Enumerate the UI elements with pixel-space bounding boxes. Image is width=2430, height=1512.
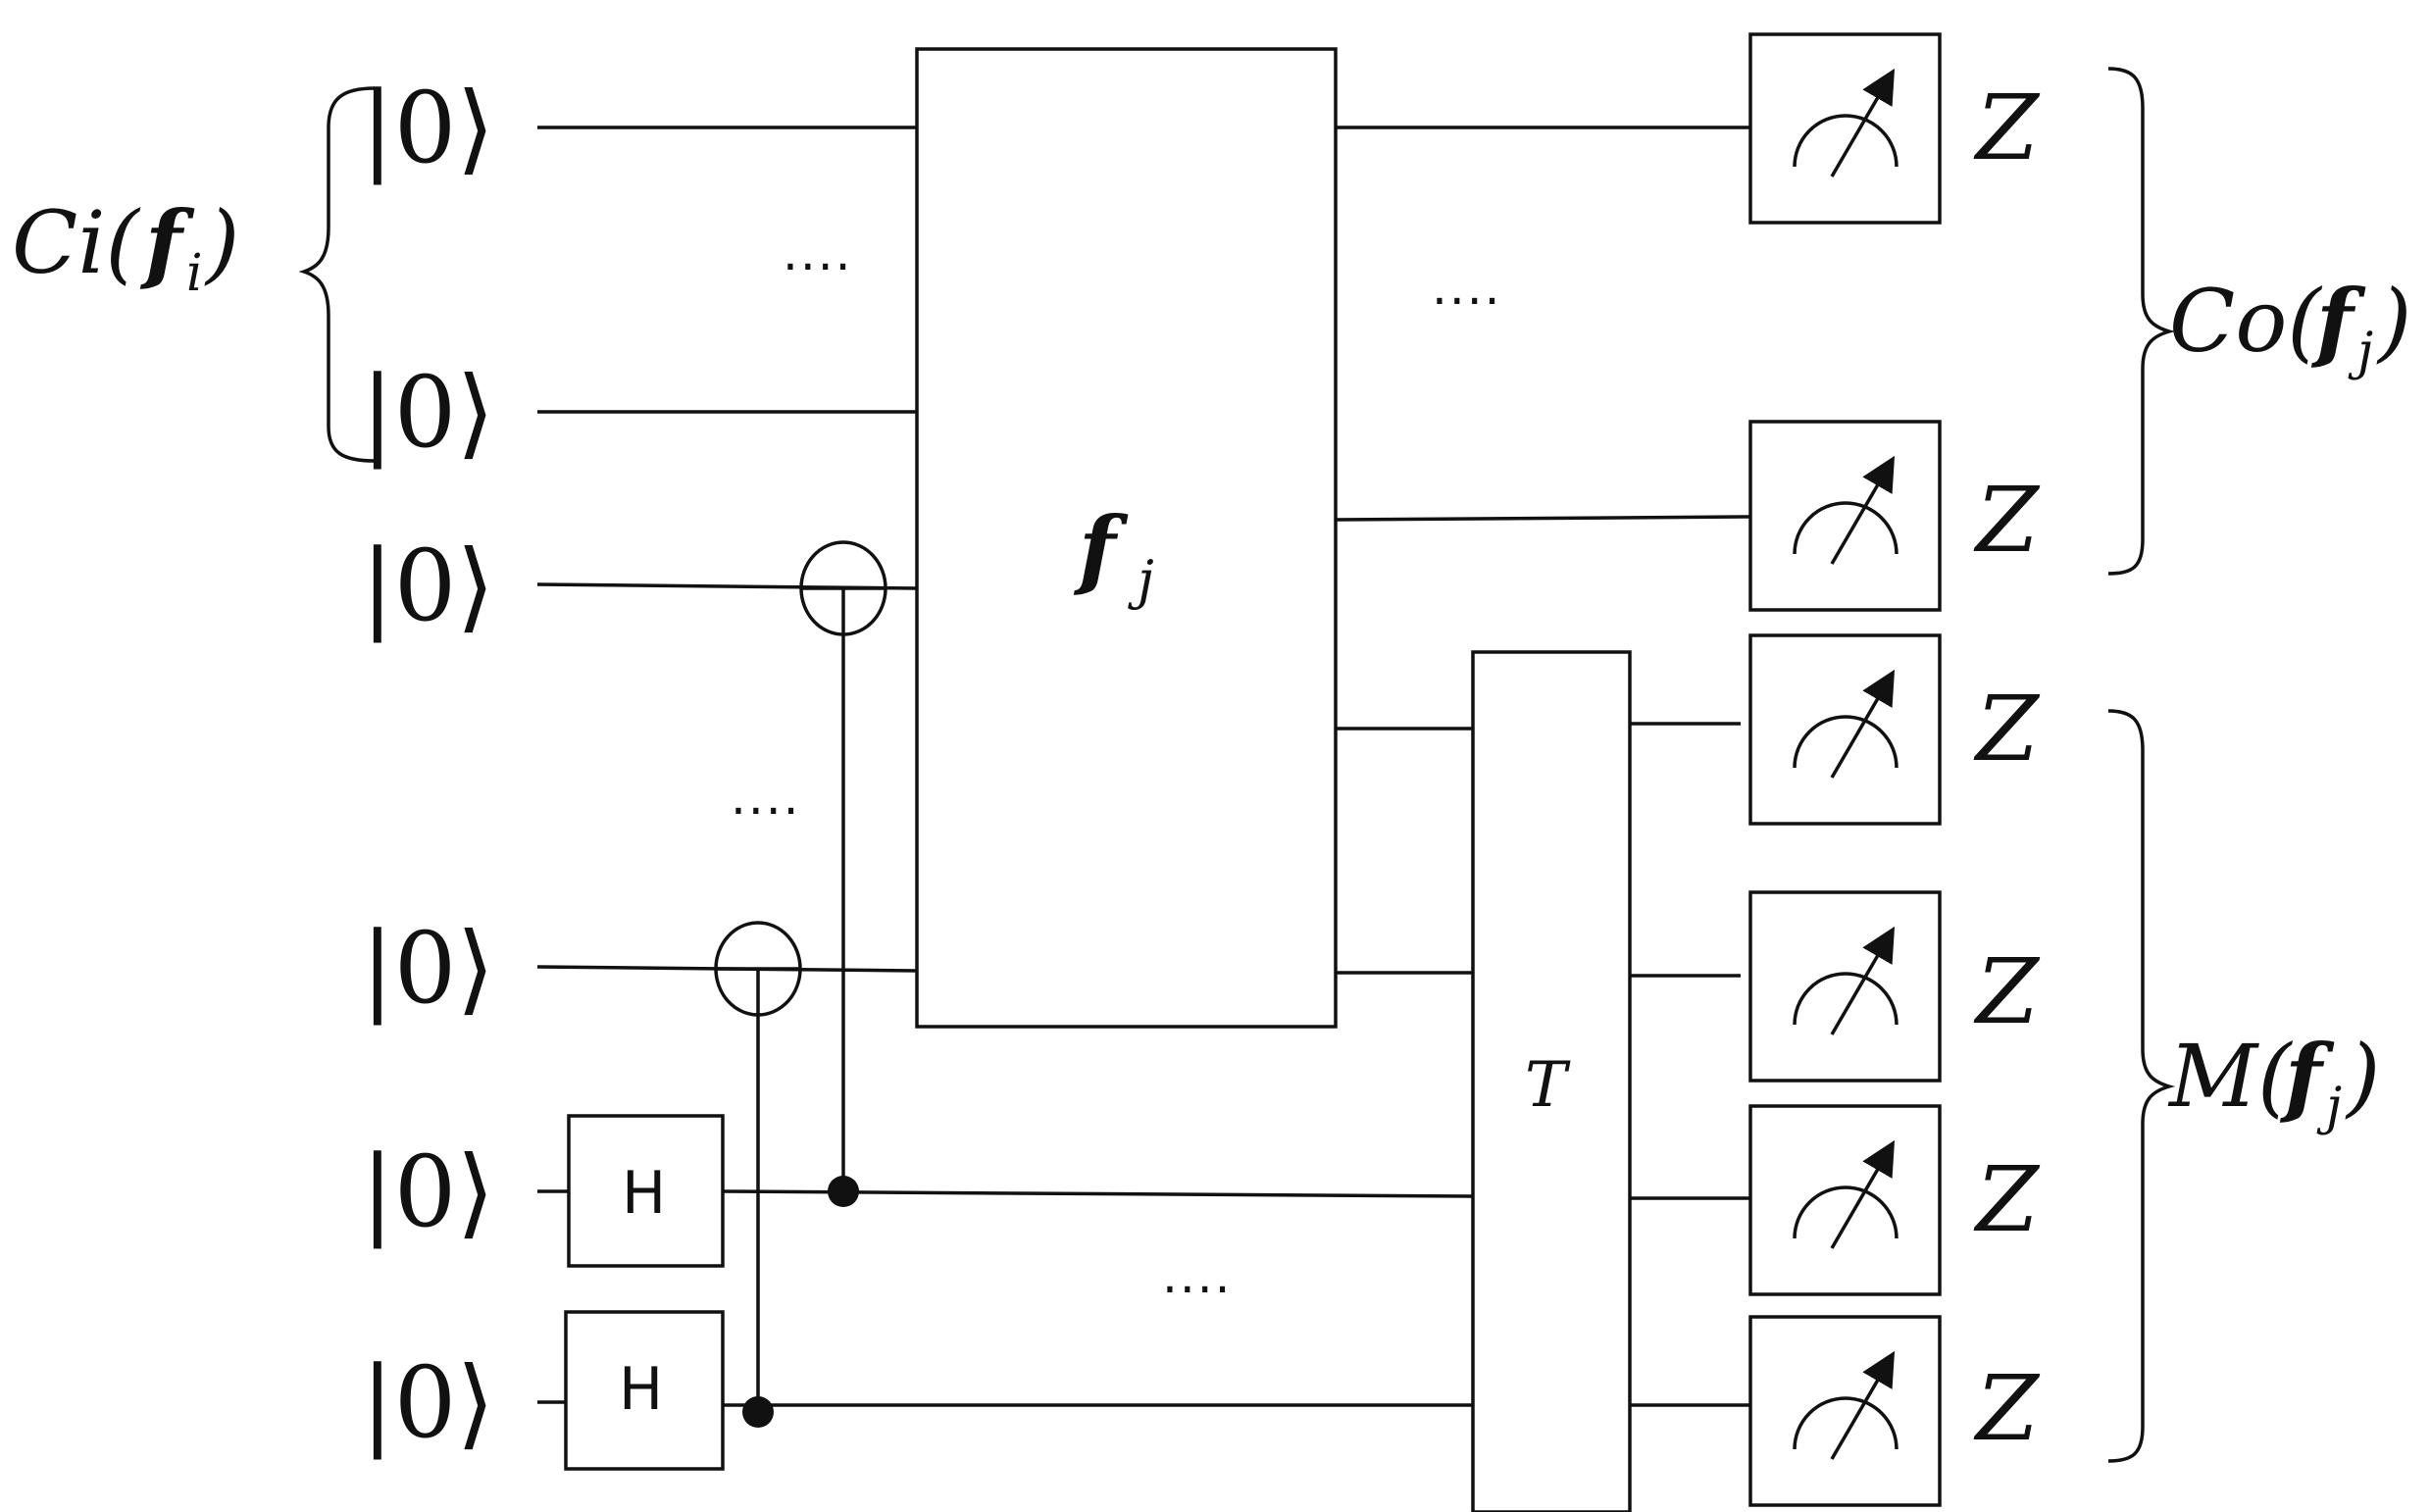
svg-text:): )	[204, 192, 239, 293]
meter-icon	[1793, 669, 1898, 779]
z-labels: Z Z Z Z Z Z	[1973, 76, 2041, 1461]
label-co: Co( f j )	[2169, 270, 2411, 381]
measure-2	[1748, 420, 1942, 612]
z-label-4: Z	[1973, 939, 2041, 1044]
brace-m	[2107, 709, 2176, 1463]
svg-text:Co(: Co(	[2169, 271, 2322, 372]
ket-q2: |0⟩	[361, 355, 494, 470]
label-ci: Ci( f i )	[12, 191, 239, 303]
svg-text:): )	[2345, 1026, 2380, 1127]
brace-co	[2107, 67, 2176, 576]
meter-icon	[1793, 1139, 1898, 1249]
t-gate-label: T	[1525, 1049, 1571, 1122]
z-label-2: Z	[1973, 468, 2041, 573]
meter-icon	[1793, 68, 1898, 177]
h-gate-2	[564, 1310, 725, 1471]
h-gate-1	[567, 1114, 725, 1268]
z-label-6: Z	[1973, 1356, 2041, 1461]
xor-target-icon	[799, 540, 887, 636]
h-gate-2-label: H	[619, 1355, 663, 1424]
measure-3	[1748, 633, 1942, 826]
oracle-box	[915, 47, 1338, 1029]
meter-icon	[1793, 1350, 1898, 1460]
ellipsis-co: ....	[1432, 259, 1502, 316]
ket-q5: |0⟩	[361, 1134, 494, 1249]
svg-text:M(: M(	[2167, 1026, 2293, 1127]
z-label-5: Z	[1973, 1147, 2041, 1252]
ket-q6: |0⟩	[361, 1345, 494, 1460]
brace-ci	[298, 86, 376, 463]
measure-1	[1748, 32, 1942, 225]
ket-q4: |0⟩	[361, 911, 494, 1026]
ket-q1: |0⟩	[361, 71, 494, 185]
t-gate-box	[1471, 650, 1632, 1512]
xor-target-icon	[714, 921, 802, 1017]
ellipsis-ci: ....	[783, 225, 853, 281]
meter-icon	[1793, 455, 1898, 565]
svg-text:): )	[2376, 271, 2411, 372]
svg-text:i: i	[186, 244, 203, 303]
h-gate-1-label: H	[622, 1159, 666, 1228]
measure-4	[1748, 890, 1942, 1083]
control-dot-icon	[742, 1396, 774, 1428]
measure-6	[1748, 1315, 1942, 1507]
z-label-3: Z	[1973, 677, 2041, 781]
ellipsis-ancilla: ....	[731, 769, 801, 826]
control-dot-icon	[828, 1176, 859, 1207]
z-label-1: Z	[1973, 76, 2041, 180]
label-m: M( f j )	[2167, 1025, 2380, 1136]
meter-icon	[1793, 926, 1898, 1035]
measure-5	[1748, 1104, 1942, 1296]
wire-o2	[1335, 515, 1751, 522]
ket-q3: |0⟩	[361, 529, 494, 643]
ket-labels: |0⟩ |0⟩ |0⟩ |0⟩ |0⟩ |0⟩	[361, 71, 494, 1460]
ellipsis-control: ....	[1162, 1247, 1233, 1304]
svg-text:Ci(: Ci(	[12, 192, 140, 293]
